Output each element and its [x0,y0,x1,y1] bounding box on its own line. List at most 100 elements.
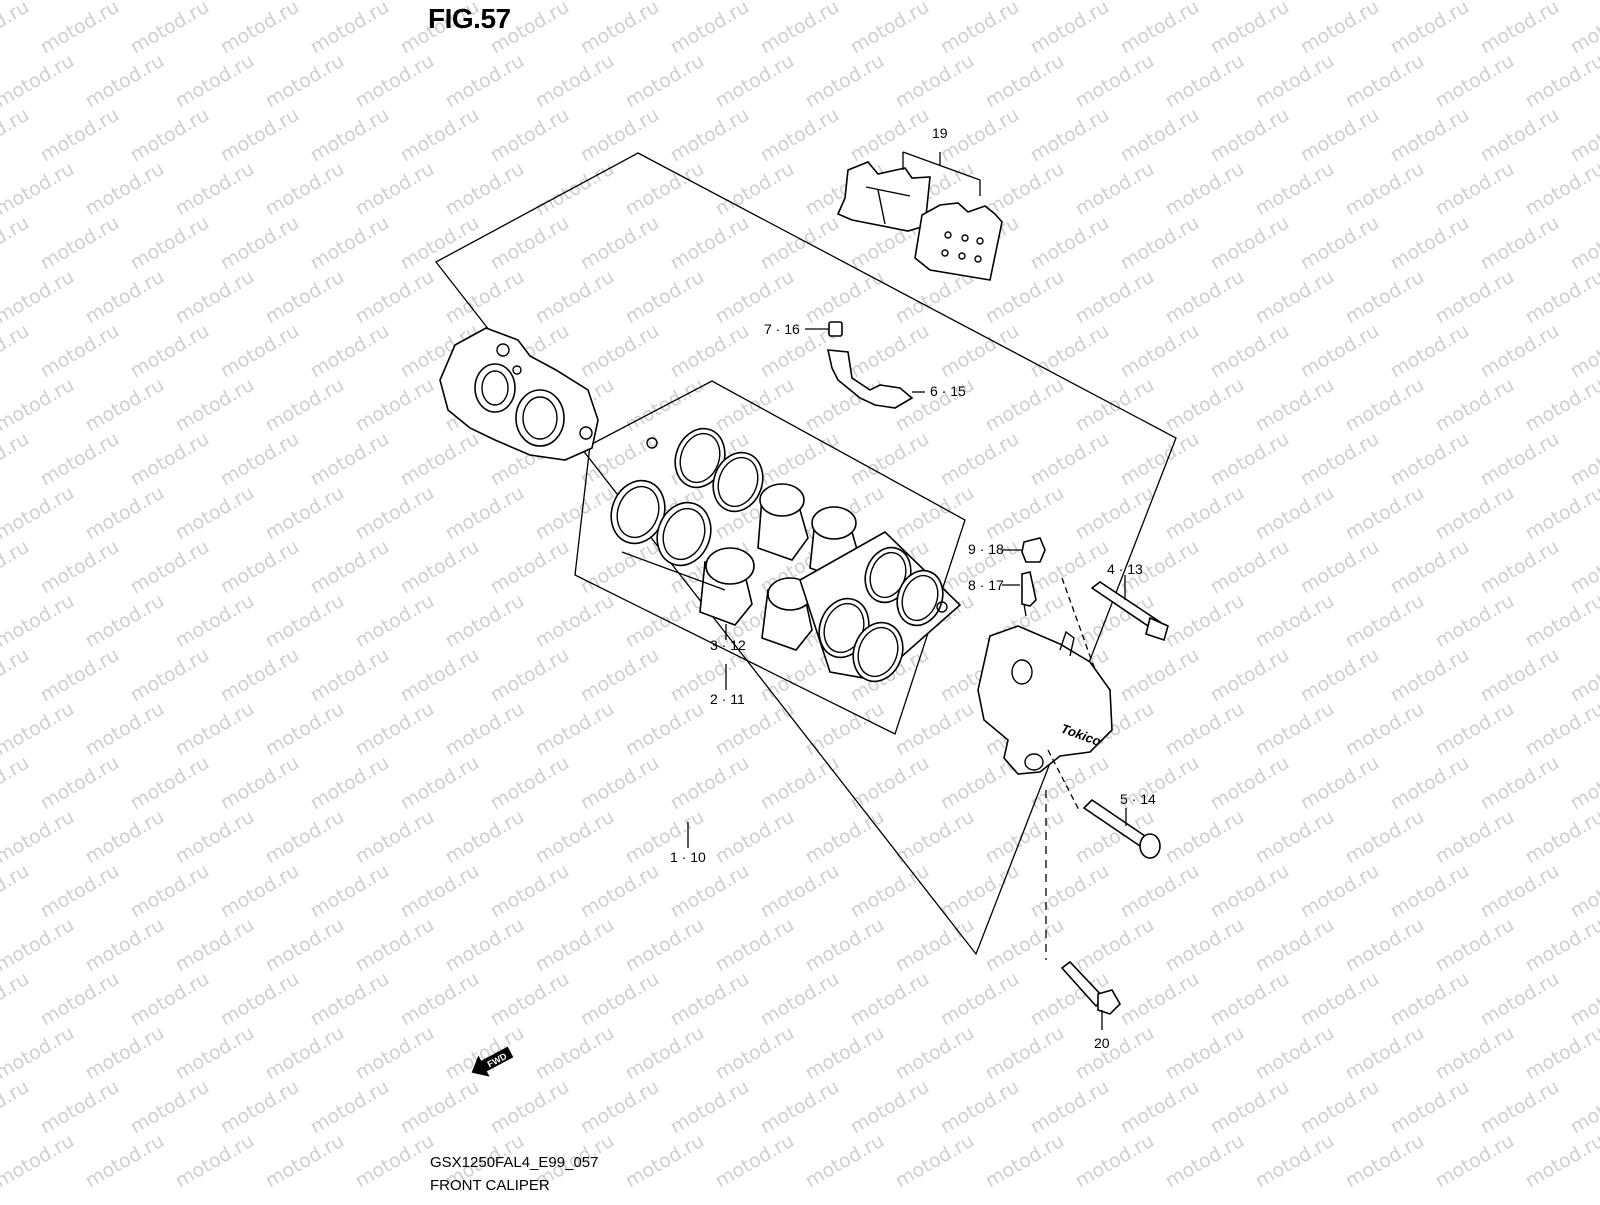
watermark-text: motod.ru [757,1076,843,1139]
watermark-text: motod.ru [892,1022,978,1085]
watermark-text: motod.ru [172,590,258,653]
watermark-text: motod.ru [532,266,618,329]
watermark-text: motod.ru [0,698,78,761]
watermark-text: motod.ru [352,158,438,221]
watermark-text: motod.ru [1207,968,1293,1031]
watermark-text: motod.ru [1117,1076,1203,1139]
watermark-text: motod.ru [1162,374,1248,437]
watermark-text: motod.ru [1342,1130,1428,1193]
watermark-text: motod.ru [1027,428,1113,491]
watermark-text: motod.ru [1252,266,1338,329]
watermark-text: motod.ru [442,806,528,869]
watermark-text: motod.ru [1117,0,1203,58]
watermark-text: motod.ru [307,536,393,599]
watermark-text: motod.ru [1207,860,1293,923]
watermark-text: motod.ru [82,1130,168,1193]
callout-5-14: 5 · 14 [1120,791,1156,807]
watermark-text: motod.ru [1072,0,1158,4]
watermark-text: motod.ru [1567,860,1600,923]
watermark-text: motod.ru [667,320,753,383]
watermark-text: motod.ru [1477,968,1563,1031]
watermark-text: motod.ru [532,0,618,4]
watermark-text: motod.ru [1117,968,1203,1031]
watermark-text: motod.ru [172,158,258,221]
watermark-text: motod.ru [1477,1076,1563,1139]
watermark-text: motod.ru [1477,644,1563,707]
watermark-text: motod.ru [1567,104,1600,167]
watermark-text: motod.ru [487,536,573,599]
watermark-text: motod.ru [307,1076,393,1139]
watermark-text: motod.ru [442,266,528,329]
watermark-text: motod.ru [37,752,123,815]
watermark-text: motod.ru [172,914,258,977]
watermark-text: motod.ru [577,968,663,1031]
watermark-text: motod.ru [667,104,753,167]
watermark-text: motod.ru [82,374,168,437]
watermark-text: motod.ru [1387,104,1473,167]
watermark-text: motod.ru [1477,212,1563,275]
watermark-text: motod.ru [532,698,618,761]
watermark-text: motod.ru [442,698,528,761]
watermark-text: motod.ru [937,0,1023,58]
watermark-text: motod.ru [127,752,213,815]
watermark-text: motod.ru [82,590,168,653]
watermark-text: motod.ru [1252,374,1338,437]
callout-3-12: 3 · 12 [710,637,746,653]
watermark-text: motod.ru [0,590,78,653]
watermark-text: motod.ru [712,158,798,221]
watermark-text: motod.ru [1297,536,1383,599]
watermark-text: motod.ru [802,0,888,4]
watermark-text: motod.ru [82,914,168,977]
watermark-text: motod.ru [1072,266,1158,329]
watermark-text: motod.ru [622,590,708,653]
watermark-text: motod.ru [217,0,303,58]
callout-6-15: 6 · 15 [930,383,966,399]
watermark-text: motod.ru [262,374,348,437]
watermark-text: motod.ru [1567,428,1600,491]
watermark-text: motod.ru [37,428,123,491]
watermark-text: motod.ru [1162,914,1248,977]
watermark-text: motod.ru [1387,1076,1473,1139]
watermark-text: motod.ru [1162,806,1248,869]
watermark-text: motod.ru [1387,320,1473,383]
watermark-text: motod.ru [712,1022,798,1085]
watermark-text: motod.ru [757,104,843,167]
watermark-text: motod.ru [667,0,753,58]
watermark-text: motod.ru [622,266,708,329]
watermark-text: motod.ru [712,698,798,761]
watermark-text: motod.ru [352,1022,438,1085]
watermark-text: motod.ru [0,1022,78,1085]
watermark-text: motod.ru [1477,428,1563,491]
watermark-text: motod.ru [1162,1022,1248,1085]
watermark-text: motod.ru [1342,266,1428,329]
watermark-text: motod.ru [892,482,978,545]
watermark-text: motod.ru [37,212,123,275]
watermark-text: motod.ru [1477,0,1563,58]
watermark-text: motod.ru [982,158,1068,221]
watermark-text: motod.ru [0,374,78,437]
watermark-text: motod.ru [1297,752,1383,815]
watermark-text: motod.ru [397,536,483,599]
watermark-text: motod.ru [1072,482,1158,545]
watermark-text: motod.ru [847,968,933,1031]
watermark-text: motod.ru [1252,1022,1338,1085]
watermark-text: motod.ru [982,0,1068,4]
watermark-text: motod.ru [0,266,78,329]
watermark-text: motod.ru [217,860,303,923]
watermark-text: motod.ru [847,428,933,491]
watermark-text: motod.ru [577,104,663,167]
watermark-text: motod.ru [802,1022,888,1085]
watermark-text: motod.ru [1432,1130,1518,1193]
watermark-text: motod.ru [982,806,1068,869]
watermark-text: motod.ru [0,104,33,167]
watermark-text: motod.ru [1207,752,1293,815]
watermark-text: motod.ru [0,1076,33,1139]
watermark-text: motod.ru [442,590,528,653]
watermark-text: motod.ru [262,806,348,869]
watermark-text: motod.ru [1117,320,1203,383]
watermark-text: motod.ru [1387,0,1473,58]
watermark-text: motod.ru [892,806,978,869]
watermark-text: motod.ru [262,590,348,653]
watermark-text: motod.ru [397,644,483,707]
watermark-text: motod.ru [397,1076,483,1139]
